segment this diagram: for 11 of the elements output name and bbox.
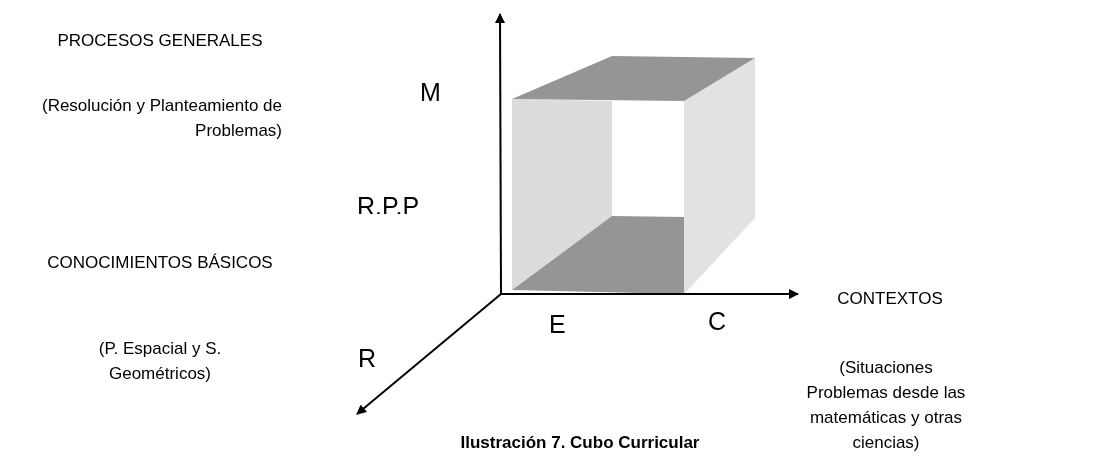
axis-label: (Situaciones Problemas desde las matemáticas y otras ciencias) <box>805 357 967 454</box>
axis-label: (Resolución y Planteamiento de Problemas) <box>40 95 282 142</box>
axis-label: CONOCIMIENTOS BÁSICOS <box>46 252 274 274</box>
caption: Ilustración 7. Cubo Curricular <box>459 432 701 454</box>
axis-label: R <box>358 343 377 374</box>
axis-label: E <box>549 309 566 340</box>
axis-label: M <box>420 77 441 108</box>
axis-label: C <box>708 306 727 337</box>
axis-label: CONTEXTOS <box>836 288 944 310</box>
axis-label: (P. Espacial y S. Geométricos) <box>97 338 223 385</box>
axis-label: PROCESOS GENERALES <box>56 30 264 52</box>
